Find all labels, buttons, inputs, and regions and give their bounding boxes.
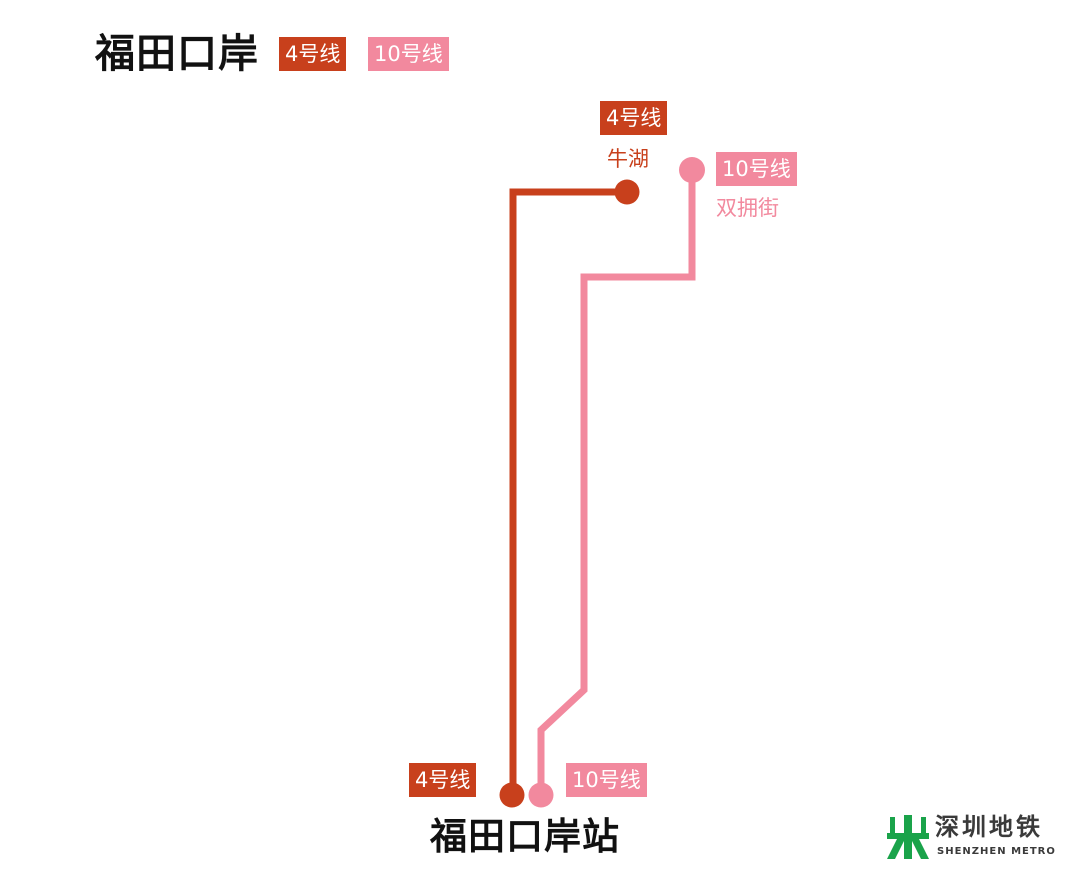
station-name: 福田口岸站 (430, 815, 620, 858)
logo-name-en: SHENZHEN METRO (937, 846, 1056, 857)
logo-name-cn: 深圳地铁 (935, 813, 1043, 841)
station-line-4-badge: 4号线 (409, 763, 477, 797)
line-10-station-dot (528, 782, 554, 808)
line-4-station-dot (499, 782, 525, 808)
shenzhen-metro-logo-icon (887, 815, 929, 859)
line-4-terminus-dot (614, 179, 640, 205)
line-10-badge: 10号线 (368, 37, 449, 71)
line-10-terminus-dot (679, 157, 705, 183)
line-10-terminus-name: 双拥街 (716, 196, 779, 220)
station-line-10-badge: 10号线 (566, 763, 647, 797)
line-4-terminus-badge: 4号线 (600, 101, 668, 135)
page-title: 福田口岸 (95, 31, 259, 77)
line-4-route (509, 188, 627, 795)
line-10-route (537, 170, 696, 795)
line-4-badge: 4号线 (279, 37, 347, 71)
line-4-terminus-name: 牛湖 (607, 147, 649, 171)
line-10-terminus-badge: 10号线 (716, 152, 797, 186)
